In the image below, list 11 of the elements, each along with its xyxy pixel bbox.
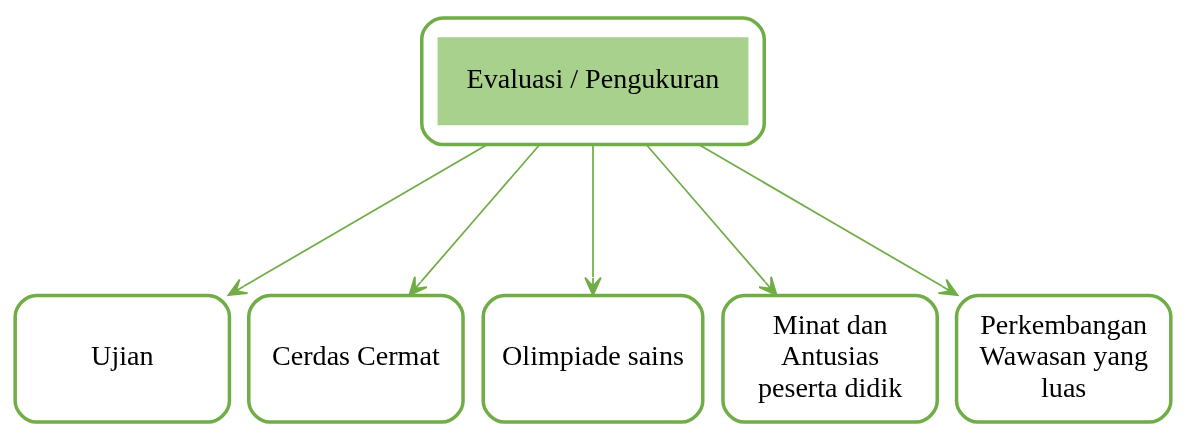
arrow (408, 143, 541, 297)
arrow (645, 143, 778, 297)
arrow (584, 143, 602, 297)
node-box: Cerdas Cermat (247, 293, 465, 424)
node-box: Ujian (13, 293, 232, 424)
arrow (697, 143, 959, 297)
node-box: Perkembangan Wawasan yang luas (954, 293, 1173, 424)
arrow (227, 143, 489, 297)
node-box: Olimpiade sains (481, 293, 705, 424)
node-box: Minat dan Antusias peserta didik (721, 293, 939, 424)
node-box: Evaluasi / Pengukuran (420, 16, 766, 147)
